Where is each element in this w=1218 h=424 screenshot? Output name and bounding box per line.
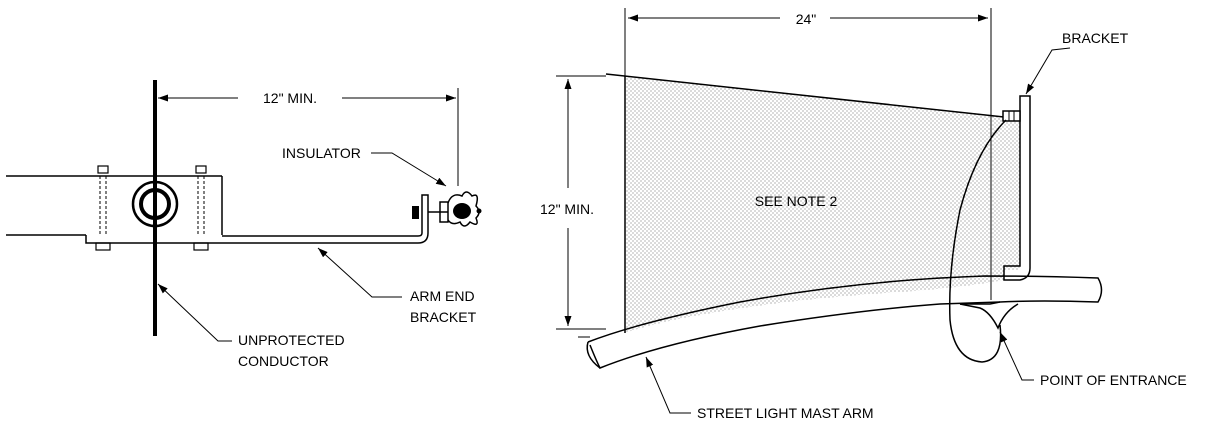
see-note-label: SEE NOTE 2 (755, 193, 838, 209)
insulator (412, 191, 482, 227)
dimension-24: 24" (628, 11, 988, 27)
arm-end-bracket-label-line1: ARM END (410, 288, 475, 304)
service-conductor (948, 119, 1007, 363)
street-light-mast-arm (578, 275, 1103, 369)
arm-end-bracket (85, 194, 429, 244)
crossarm (6, 175, 223, 236)
dimension-height-label: 12" MIN. (540, 201, 594, 217)
bracket (1002, 95, 1031, 281)
entrance-callout: POINT OF ENTRANCE (999, 331, 1187, 388)
point-of-entrance-label: POINT OF ENTRANCE (1040, 372, 1187, 388)
bolt-right (193, 165, 209, 251)
insulator-callout: INSULATOR (282, 145, 447, 187)
zone-top-edge (605, 73, 1005, 118)
bracket-callout: BRACKET (1025, 30, 1129, 95)
dimension-height-12-min: 12" MIN. (540, 75, 606, 330)
dimension-12-min-label: 12" MIN. (263, 90, 317, 106)
mast-arm-callout: STREET LIGHT MAST ARM (645, 356, 874, 421)
arm-end-bracket-label-line2: BRACKET (410, 309, 477, 325)
arm-end-bracket-callout: ARM END BRACKET (317, 247, 477, 325)
right-detail: 24" 12" MIN. SEE NOTE 2 BRACKET POINT OF… (540, 8, 1187, 421)
conductor-label-line1: UNPROTECTED (238, 332, 345, 348)
dimension-12-min: 12" MIN. (154, 80, 459, 186)
conductor-callout: UNPROTECTED CONDUCTOR (157, 283, 345, 369)
left-detail: 12" MIN. INSULATOR ARM END BRACKET UNPRO… (6, 80, 482, 369)
insulator-label: INSULATOR (282, 145, 361, 161)
bracket-label: BRACKET (1062, 30, 1129, 46)
bolt-left (95, 165, 111, 251)
mast-arm-label: STREET LIGHT MAST ARM (697, 405, 874, 421)
clearance-zone (625, 76, 1020, 333)
dimension-24-label: 24" (796, 11, 817, 27)
conductor-label-line2: CONDUCTOR (238, 353, 329, 369)
